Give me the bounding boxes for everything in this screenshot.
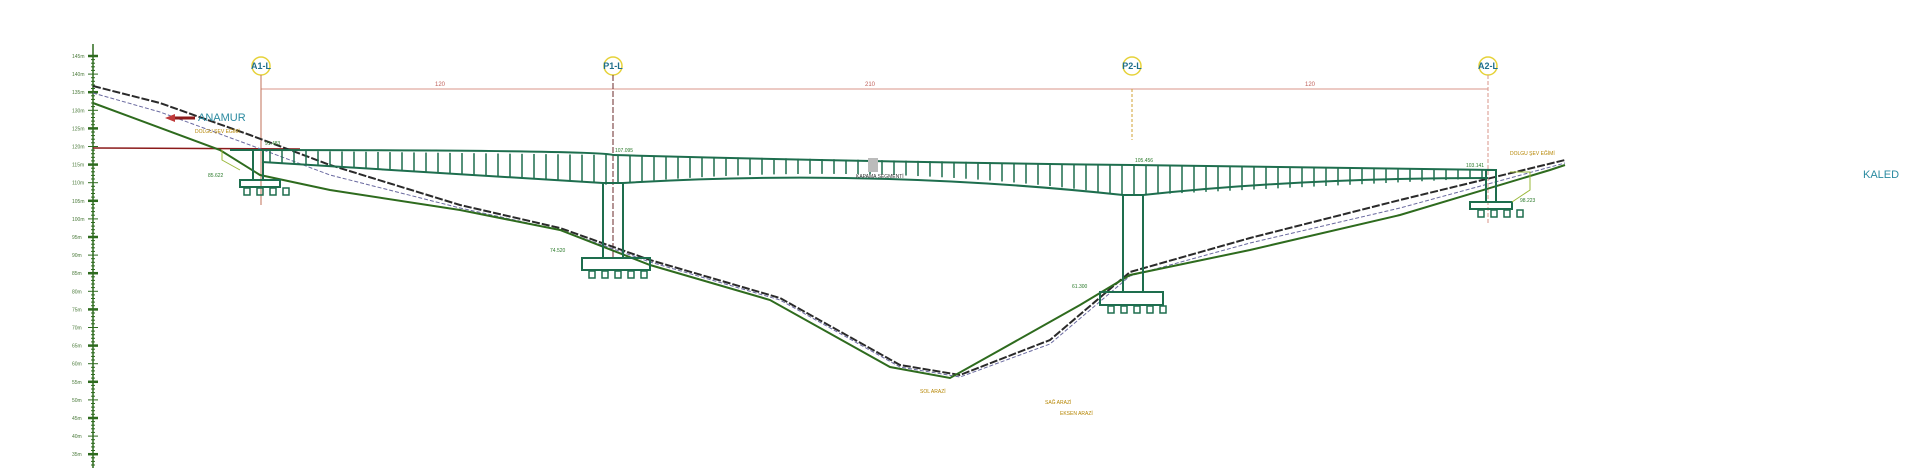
span-label-3: 120: [1305, 82, 1316, 88]
note-right-terrain: SAĞ ARAZİ: [1045, 399, 1071, 406]
svg-text:P2-L: P2-L: [1122, 61, 1142, 71]
span-label-2: 210: [865, 82, 876, 88]
pile: [1490, 209, 1498, 218]
elevation-tick-label: 145m: [72, 54, 85, 60]
elevation-tick-label: 100m: [72, 217, 85, 223]
svg-text:P1-L: P1-L: [603, 61, 623, 71]
svg-text:A1-L: A1-L: [251, 61, 272, 71]
pile: [1477, 209, 1485, 218]
elevation-tick-label: 95m: [72, 235, 82, 241]
elevation-tick-label: 70m: [72, 326, 82, 332]
pile: [1503, 209, 1511, 218]
elevation-tick-label: 130m: [72, 108, 85, 114]
elevation-tick-label: 75m: [72, 307, 82, 313]
foundation-elevation-p2: 61.300: [1072, 284, 1088, 290]
elevation-tick-label: 40m: [72, 434, 82, 440]
foundation-elevation-a1: 85.622: [208, 173, 224, 179]
ground-line: [92, 102, 1566, 380]
axis-marker-a1: A1-L: [251, 56, 272, 205]
pile: [588, 270, 596, 279]
pile: [256, 187, 264, 196]
elevation-tick-label: 85m: [72, 271, 82, 277]
elevation-tick-label: 115m: [72, 163, 84, 169]
elevation-tick-label: 140m: [72, 72, 85, 78]
elevation-scale: 145m 140m 135m 130m 125m 120m 115m 110m 105m 100m…: [72, 44, 98, 468]
abutment-a2: [1469, 169, 1531, 210]
axis-marker-p1: P1-L: [603, 56, 623, 258]
pile: [601, 270, 609, 279]
direction-right: KALED: [1863, 169, 1899, 181]
elevation-tick-label: 125m: [72, 126, 85, 132]
elevation-p1: 107.095: [615, 148, 633, 154]
pile: [282, 187, 290, 196]
span-label-1: 120: [435, 82, 446, 88]
note-left-terrain: SOL ARAZİ: [920, 388, 946, 395]
pile: [1159, 305, 1167, 314]
pile: [1146, 305, 1154, 314]
note-key-segment: KAPAMA SEGMENTİ: [856, 173, 904, 180]
reference-level-line: [92, 147, 301, 150]
pile: [627, 270, 635, 279]
pile: [614, 270, 622, 279]
abutment-a1: [221, 149, 281, 188]
foundation-piles: [243, 187, 1524, 314]
elevation-tick-label: 90m: [72, 253, 82, 259]
pile: [1120, 305, 1128, 314]
elevation-tick-label: 135m: [72, 90, 85, 96]
elevation-tick-label: 55m: [72, 380, 82, 386]
elevation-tick-label: 65m: [72, 344, 82, 350]
pile: [1516, 209, 1524, 218]
elevation-tick-label: 110m: [72, 181, 84, 187]
pile: [640, 270, 648, 279]
direction-left: ANAMUR: [165, 112, 246, 124]
note-axis-terrain: EKSEN ARAZİ: [1060, 410, 1093, 417]
svg-text:A2-L: A2-L: [1478, 61, 1499, 71]
foundation-elevation-a2: 98.223: [1520, 198, 1536, 204]
axis-marker-a2: A2-L: [1478, 56, 1499, 225]
elevation-tick-label: 45m: [72, 416, 82, 422]
elevation-tick-label: 35m: [72, 452, 82, 458]
elevation-tick-label: 105m: [72, 199, 85, 205]
elevation-tick-label: 120m: [72, 145, 85, 151]
axis-terrain-line: [92, 85, 1566, 377]
pier-p1: [581, 182, 651, 271]
right-terrain-line: [92, 92, 1566, 378]
elevation-tick-label: 80m: [72, 289, 82, 295]
key-segment: [868, 158, 878, 172]
axis-marker-p2: P2-L: [1122, 56, 1142, 140]
foundation-elevation-p1: 74.520: [550, 248, 566, 254]
pile: [269, 187, 277, 196]
elevation-tick-label: 50m: [72, 398, 82, 404]
elevation-tick-label: 60m: [72, 362, 82, 368]
note-a1-approach: DOLGU ŞEV EĞİMİ: [195, 128, 240, 135]
elevation-a2: 103.141: [1466, 163, 1484, 169]
pile: [243, 187, 251, 196]
elevation-p2: 105.456: [1135, 158, 1153, 164]
pier-p2: [1099, 194, 1164, 306]
pile: [1107, 305, 1115, 314]
svg-text:ANAMUR: ANAMUR: [198, 112, 246, 124]
pile: [1133, 305, 1141, 314]
note-a2-approach: DOLGU ŞEV EĞİMİ: [1510, 150, 1555, 157]
bridge-deck: [229, 149, 1496, 196]
elevation-a1: 91.483: [265, 141, 281, 147]
